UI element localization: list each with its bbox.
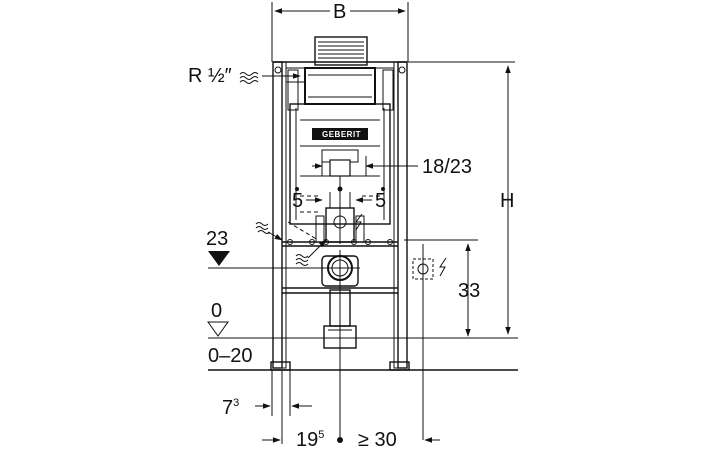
floor-range-label: 0–20 — [208, 345, 253, 367]
dim-5-right-label: 5 — [375, 190, 386, 212]
dim-33-label: 33 — [458, 280, 480, 302]
floor-level-triangle-icon — [207, 321, 229, 337]
water-supply-wave-icon — [239, 72, 259, 84]
water-supply-label: R ½″ — [188, 65, 232, 87]
drain-pipe — [321, 250, 359, 440]
flush-valve-width-dimension: 18/23 — [312, 156, 472, 178]
lightning-icon — [355, 213, 363, 231]
floor-levels: 0 0–20 — [207, 300, 518, 371]
width-b-label: B — [333, 1, 346, 23]
electrical-socket — [412, 244, 447, 440]
brand-label: GEBERIT — [322, 130, 361, 139]
dim-23-label: 23 — [206, 228, 228, 250]
cistern-assembly: GEBERIT — [286, 36, 394, 245]
height-dimension: H — [408, 61, 515, 335]
width-dimension: B — [271, 1, 409, 62]
height-marker-triangle-icon — [208, 251, 230, 266]
water-supply-callout: R ½″ — [188, 65, 301, 87]
water-flow-icon — [255, 222, 327, 266]
dim-5-left-label: 5 — [292, 190, 303, 212]
drain-height-marker: 23 — [206, 228, 360, 269]
bottom-dimensions: 73 195 ≥ 30 — [222, 370, 440, 450]
height-h-label: H — [500, 190, 514, 212]
dim-30-label: ≥ 30 — [358, 429, 397, 450]
dim-7-label: 73 — [222, 397, 239, 419]
inlet-offset-dimensions: 5 5 — [292, 190, 386, 231]
socket-height-dimension: 33 — [404, 239, 480, 337]
dim-19-label: 195 — [296, 429, 324, 450]
dim-18-23-label: 18/23 — [422, 156, 472, 178]
floor-level-label: 0 — [211, 300, 222, 322]
lightning-icon — [439, 257, 447, 277]
